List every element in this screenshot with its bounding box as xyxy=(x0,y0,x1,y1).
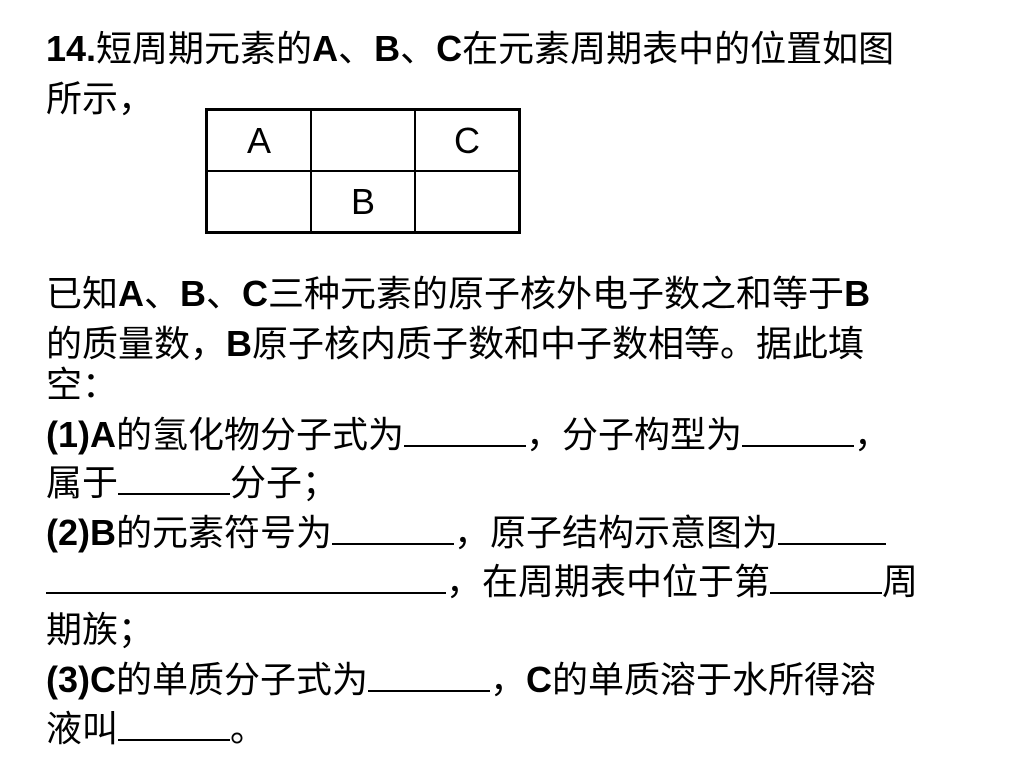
table-cell xyxy=(310,108,416,172)
answer-blank[interactable] xyxy=(770,562,883,594)
given-line-1: 已知A、B、C三种元素的原子核外电子数之和等于B xyxy=(46,273,871,315)
table-cell xyxy=(414,170,521,234)
table-row: A C xyxy=(205,108,521,172)
question-line-1: 14.短周期元素的A、B、C在元素周期表中的位置如图 xyxy=(46,28,895,70)
periodic-table-fragment: A C B xyxy=(205,108,521,234)
given-line-3: 空： xyxy=(46,365,119,406)
question-number: 14. xyxy=(46,28,97,69)
answer-blank[interactable] xyxy=(46,562,446,594)
answer-blank[interactable] xyxy=(368,660,491,692)
part-2-line-1: (2)B的元素符号为，原子结构示意图为 xyxy=(46,511,887,555)
part-1-line-2: 属于分子； xyxy=(46,463,339,504)
given-line-2: 的质量数，B原子核内质子数和中子数相等。据此填 xyxy=(46,323,865,365)
part-1-label: (1)A xyxy=(46,414,116,455)
table-cell xyxy=(205,170,312,234)
part-2-line-2: ，在周期表中位于第周 xyxy=(46,561,918,605)
table-cell: C xyxy=(414,108,521,172)
part-3-label: (3)C xyxy=(46,659,116,700)
answer-blank[interactable] xyxy=(404,415,527,447)
answer-blank[interactable] xyxy=(118,709,231,741)
table-row: B xyxy=(205,170,521,234)
part-3-line-1: (3)C的单质分子式为，C的单质溶于水所得溶 xyxy=(46,659,877,701)
part-2-label: (2)B xyxy=(46,512,116,553)
answer-blank[interactable] xyxy=(742,415,855,447)
part-2-line-3: 期族； xyxy=(46,610,155,651)
part-3-line-2: 液叫。 xyxy=(46,709,267,750)
table-cell: A xyxy=(205,108,312,172)
question-line-2: 所示， xyxy=(46,79,155,120)
answer-blank[interactable] xyxy=(118,463,231,495)
answer-blank[interactable] xyxy=(778,513,887,545)
part-1-line-1: (1)A的氢化物分子式为，分子构型为， xyxy=(46,414,891,456)
table-cell: B xyxy=(310,170,416,234)
answer-blank[interactable] xyxy=(332,513,455,545)
